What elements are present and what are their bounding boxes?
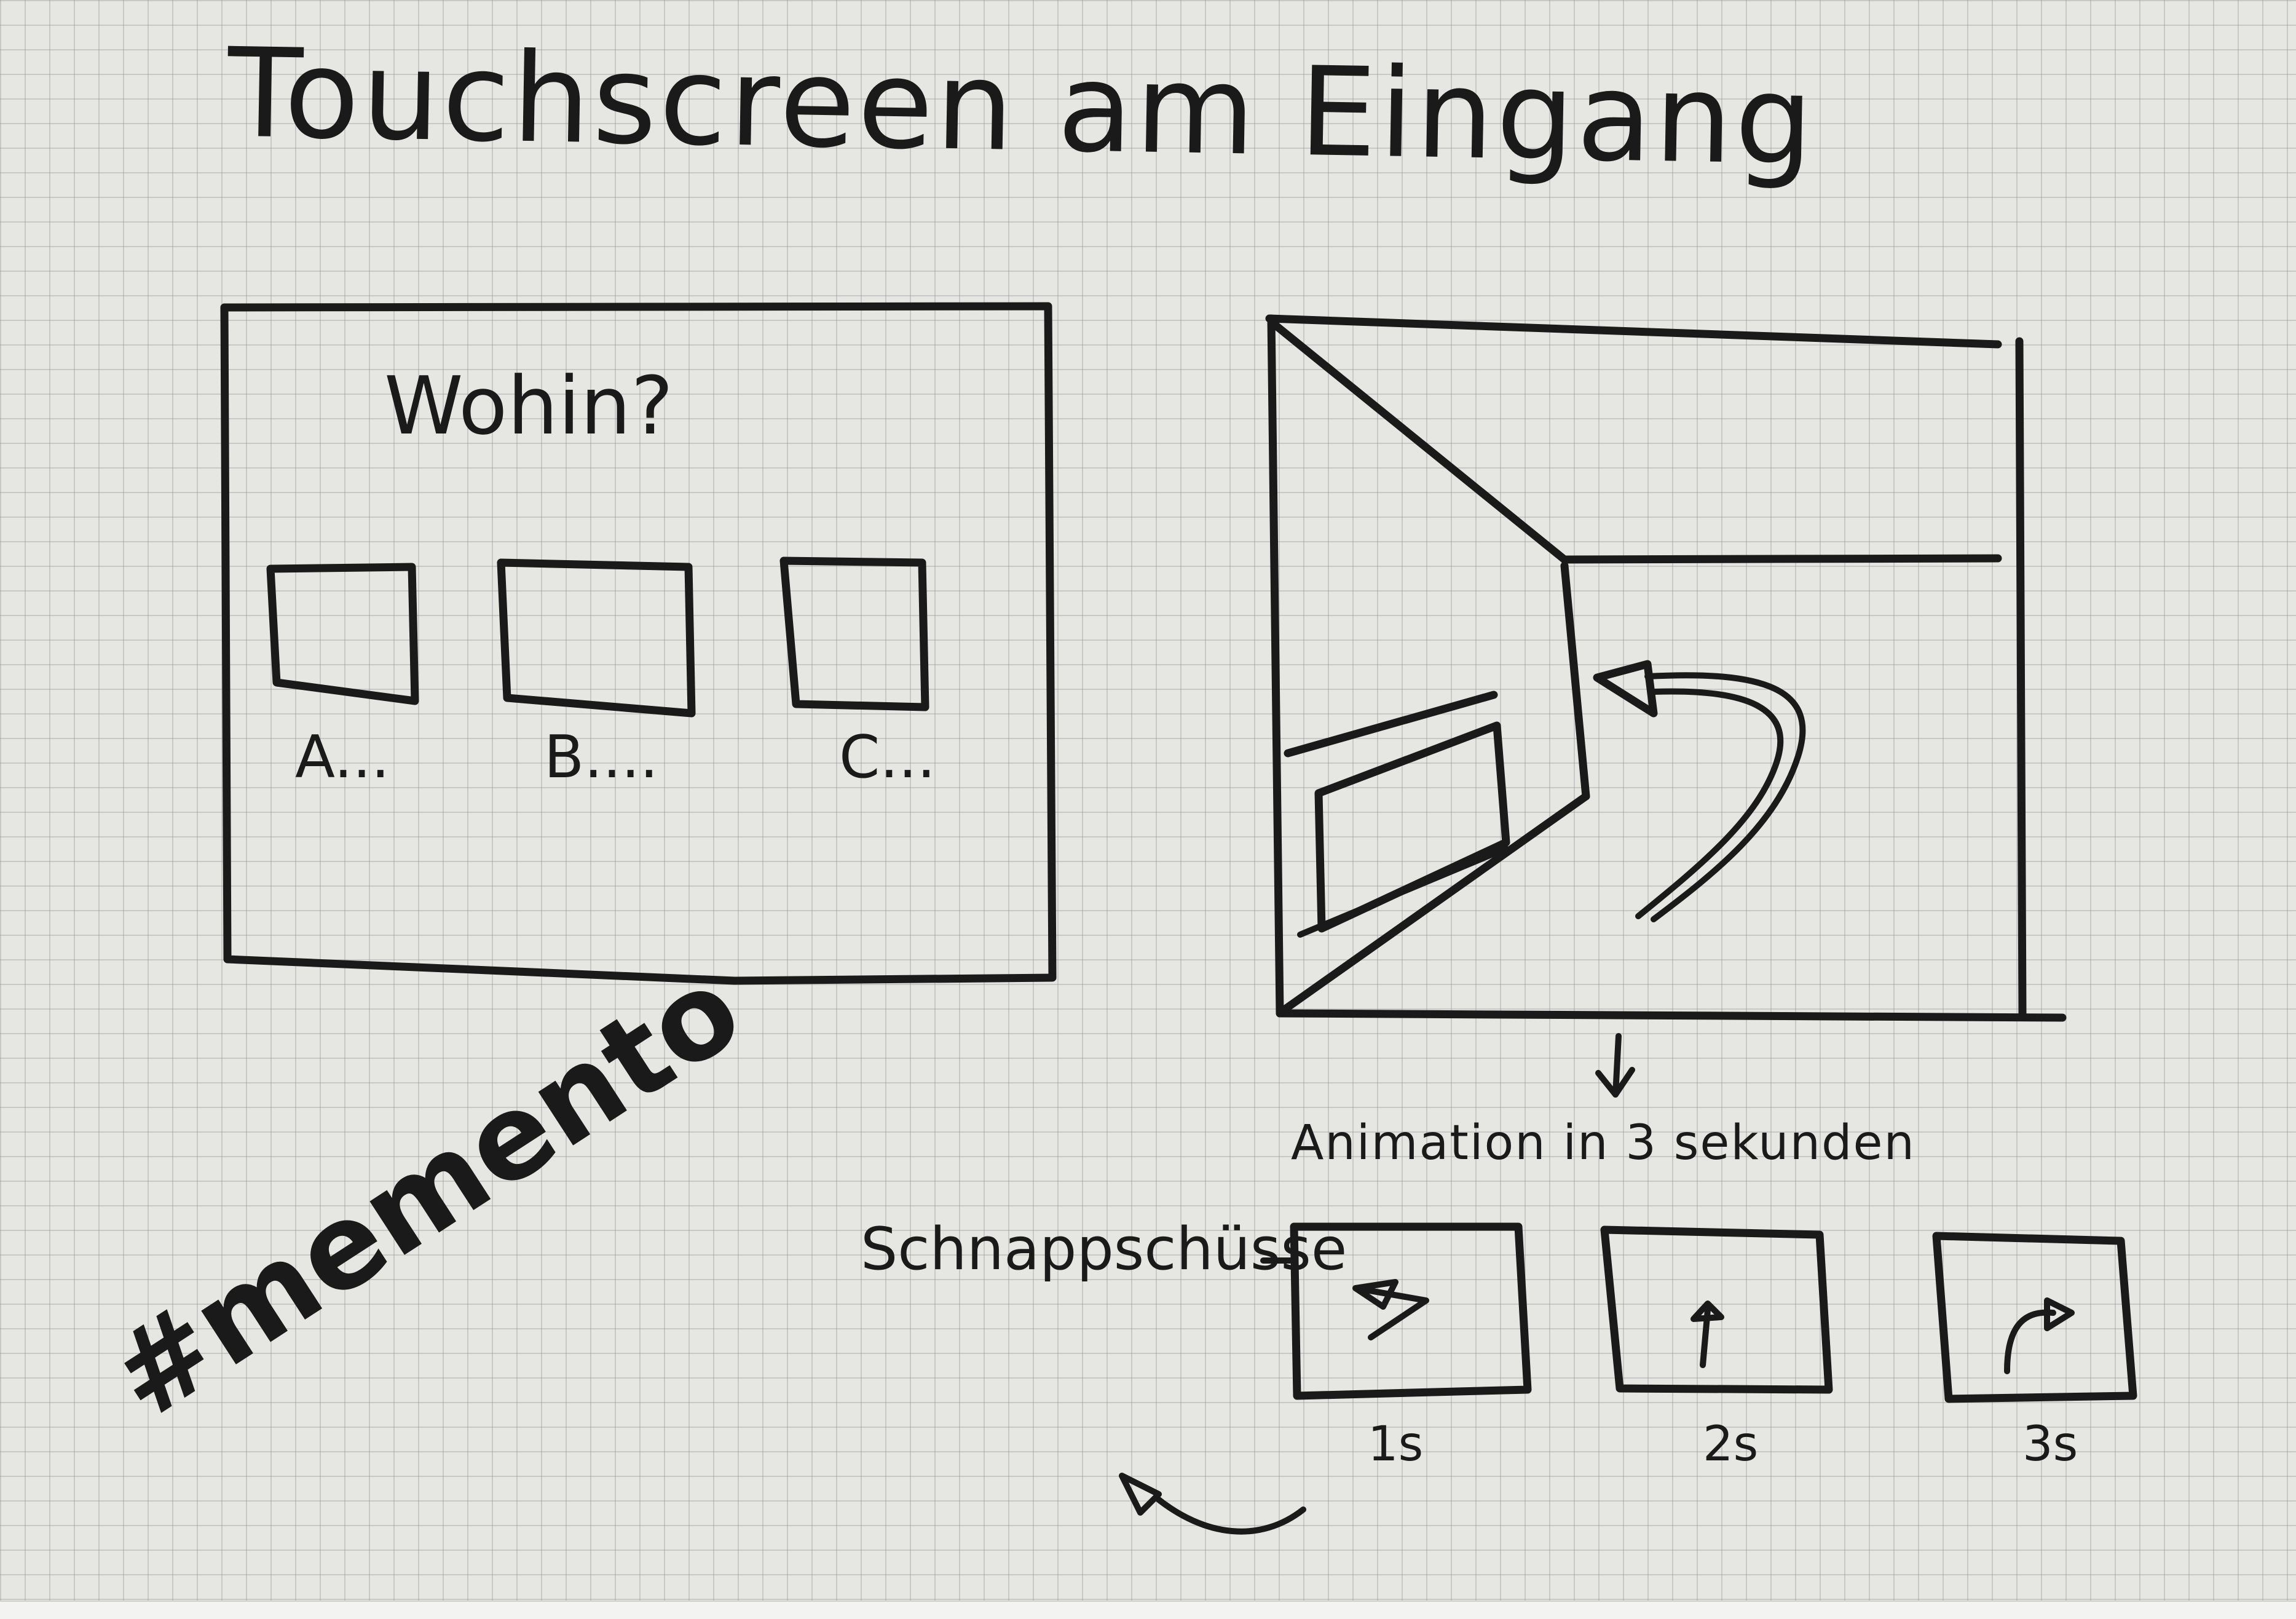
snapshot-frame-2 (1600, 1225, 1833, 1394)
page-title: Touchscreen am Eingang (226, 22, 1817, 193)
screen-right-frame (1265, 314, 2067, 1022)
option-label-a: A... (295, 724, 390, 791)
screen-question: Wohin? (384, 359, 674, 453)
snapshot-frame-1 (1290, 1222, 1532, 1400)
option-tile-c (779, 556, 929, 711)
screen-left-frame (220, 302, 1057, 985)
snapshot-time-3: 3s (2022, 1417, 2078, 1472)
down-arrow-icon (1595, 1033, 1635, 1098)
curved-back-arrow-icon (1119, 1473, 1306, 1535)
snapshot-time-1: 1s (1368, 1417, 1424, 1472)
option-tile-b (497, 558, 696, 718)
turn-left-arrow-icon (1593, 660, 1806, 922)
paper-edge (0, 1601, 2296, 1619)
snapshots-label: Schnappschüsse (861, 1216, 1347, 1283)
snapshot-time-2: 2s (1703, 1417, 1759, 1472)
option-label-c: C... (839, 724, 936, 791)
option-tile-a (266, 563, 419, 705)
animation-caption: Animation in 3 sekunden (1291, 1115, 1915, 1171)
option-label-b: B.... (544, 724, 658, 791)
snapshot-frame-3 (1932, 1232, 2137, 1403)
